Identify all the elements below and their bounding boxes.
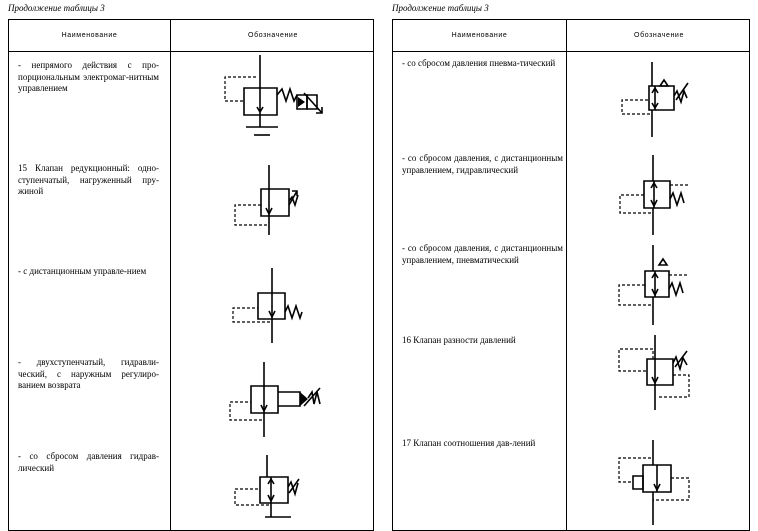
left-header-name: Наименование	[61, 32, 118, 39]
hydraulic-remote-relief-valve-icon	[618, 155, 693, 235]
left-row-1-text: - непрямого действия с про-порциональным…	[18, 60, 159, 93]
right-header-symbol: Обозначение	[634, 32, 684, 39]
differential-pressure-valve-icon	[617, 335, 697, 410]
right-table: Наименование Обозначение	[392, 19, 750, 531]
right-row-4-text: 16 Клапан разности давлений	[402, 335, 516, 345]
left-row-5-text: - со сбросом давления гидрав-лический	[18, 451, 159, 473]
left-row-2-text: 15 Клапан редукционный: одно-ступенчатый…	[18, 163, 159, 196]
left-row-4-text: - двухступенчатый, гидравли-ческий, с на…	[18, 357, 159, 390]
pressure-reducing-valve-spring-icon	[233, 165, 298, 235]
right-row-1-text: - со сбросом давления пневма-тический	[402, 58, 556, 68]
right-header-name: Наименование	[451, 32, 508, 39]
remote-control-reducing-valve-icon	[228, 268, 303, 343]
right-row-2-text: - со сбросом давления, с дистанционным у…	[402, 153, 563, 175]
hydraulic-relief-reducing-valve-icon	[233, 455, 305, 527]
left-column-divider	[170, 20, 171, 530]
right-table-caption: Продолжение таблицы 3	[392, 3, 489, 13]
left-header-symbol: Обозначение	[248, 32, 298, 39]
right-row-3-text: - со сбросом давления, с дистанционным у…	[402, 243, 563, 265]
pneumatic-remote-relief-valve-icon	[615, 245, 695, 325]
two-stage-hydraulic-valve-icon	[228, 362, 323, 437]
proportional-electromagnetic-valve-icon	[220, 55, 325, 145]
right-table-header	[393, 20, 749, 52]
pressure-ratio-valve-icon	[615, 440, 695, 525]
pneumatic-relief-valve-icon	[620, 62, 695, 137]
right-column-divider	[566, 20, 567, 530]
left-row-3-text: - с дистанционным управле-нием	[18, 266, 147, 276]
right-row-5-text: 17 Клапан соотношения дав-лений	[402, 438, 536, 448]
left-table-caption: Продолжение таблицы 3	[8, 3, 105, 13]
left-table-header	[9, 20, 373, 52]
